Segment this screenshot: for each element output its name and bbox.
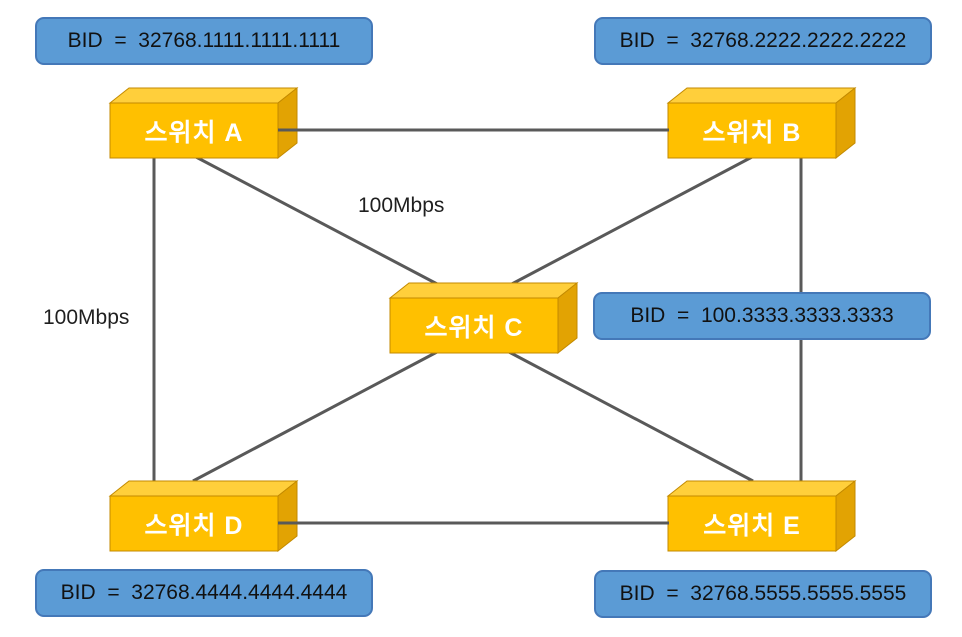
link-a-d-speed-label: 100Mbps (43, 306, 130, 329)
switch-b-side-face (835, 86, 856, 160)
bid-box-switch-d: BID = 32768.4444.4444.4444 (35, 569, 373, 617)
switch-c-top-face (388, 282, 579, 299)
switch-c-side-face (557, 281, 578, 355)
bid-box-switch-a: BID = 32768.1111.1111.1111 (35, 17, 373, 65)
switch-a-top-face (108, 87, 299, 104)
switch-b-top-face (666, 87, 857, 104)
switch-a-side-face (277, 86, 298, 160)
switch-c-label: 스위치 C (424, 313, 524, 342)
bid-box-switch-b: BID = 32768.2222.2222.2222 (594, 17, 932, 65)
switch-e-label: 스위치 E (703, 511, 801, 540)
switch-b-label: 스위치 B (702, 118, 802, 147)
switch-d-top-face (108, 480, 299, 497)
bid-box-switch-c: BID = 100.3333.3333.3333 (593, 292, 931, 340)
switch-d-label: 스위치 D (144, 511, 244, 540)
bid-box-switch-e: BID = 32768.5555.5555.5555 (594, 570, 932, 618)
link-c-d (192, 350, 438, 483)
link-b-c (507, 155, 753, 288)
switch-a-label: 스위치 A (144, 118, 244, 147)
switch-e-side-face (835, 479, 856, 553)
link-a-c (195, 155, 442, 288)
switch-d-side-face (277, 479, 298, 553)
link-a-c-speed-label: 100Mbps (358, 194, 445, 217)
link-c-e (508, 350, 754, 483)
switch-e-top-face (666, 480, 857, 497)
